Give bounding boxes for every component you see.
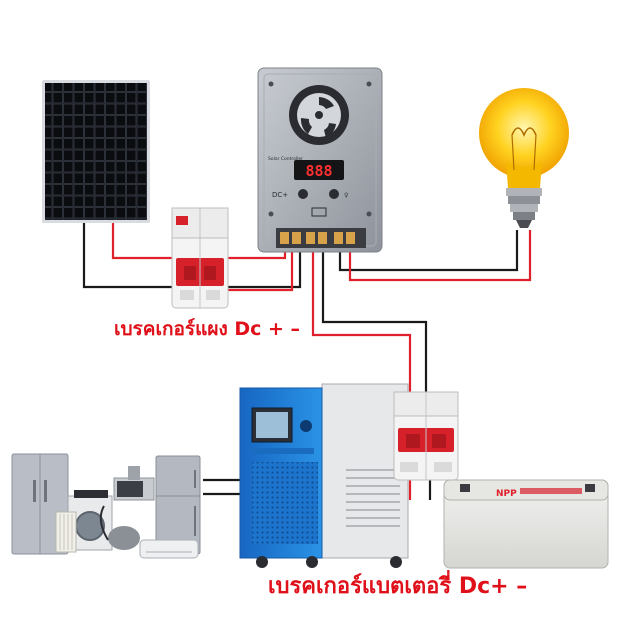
- light-bulb: [479, 88, 569, 228]
- panel-breaker-label: เบรคเกอร์แผง Dc + –: [114, 318, 301, 340]
- refrigerator-2: [155, 455, 201, 555]
- battery-brand: NPP: [496, 489, 517, 499]
- load-positive-wire: [348, 230, 532, 282]
- inverter: [239, 383, 409, 568]
- heater: [55, 511, 77, 553]
- controller-display: [294, 160, 344, 180]
- stove: [74, 490, 108, 498]
- display-digits: 888: [305, 162, 332, 180]
- battery-terminal: [585, 484, 595, 492]
- inverter-knob: [300, 420, 312, 432]
- battery: NPP: [443, 479, 609, 569]
- blender: [128, 466, 140, 480]
- battery-breaker-label: เบรคเกอร์แบตเตอรี่ Dc+ –: [268, 574, 528, 599]
- wheel: [256, 556, 268, 568]
- wheel: [390, 556, 402, 568]
- battery-positive-wire: [311, 250, 412, 395]
- controller-button-2: [329, 189, 339, 199]
- air-conditioner: [139, 539, 199, 559]
- inverter-vent-mesh: [252, 462, 318, 544]
- panel-positive-wire: [111, 222, 178, 260]
- controller-button-1: [298, 189, 308, 199]
- load-negative-wire: [338, 230, 519, 272]
- panel-breaker-out-wire: [214, 248, 294, 292]
- solar-panel: [42, 80, 150, 223]
- wheel: [306, 556, 318, 568]
- battery-negative-wire: [321, 250, 428, 395]
- battery-breaker: [393, 391, 459, 481]
- vacuum-cleaner: [108, 526, 140, 550]
- controller-brand-text: Solar Controller: [268, 156, 303, 162]
- charge-controller: 888 Solar Controller DC+ ♀: [257, 67, 383, 253]
- home-appliances: [11, 453, 201, 559]
- light-bulb-icon: ♀: [344, 192, 348, 199]
- panel-breaker: [171, 207, 229, 309]
- battery-terminal: [460, 484, 470, 492]
- dc-label: DC+: [272, 191, 288, 199]
- battery-icon: [311, 207, 327, 217]
